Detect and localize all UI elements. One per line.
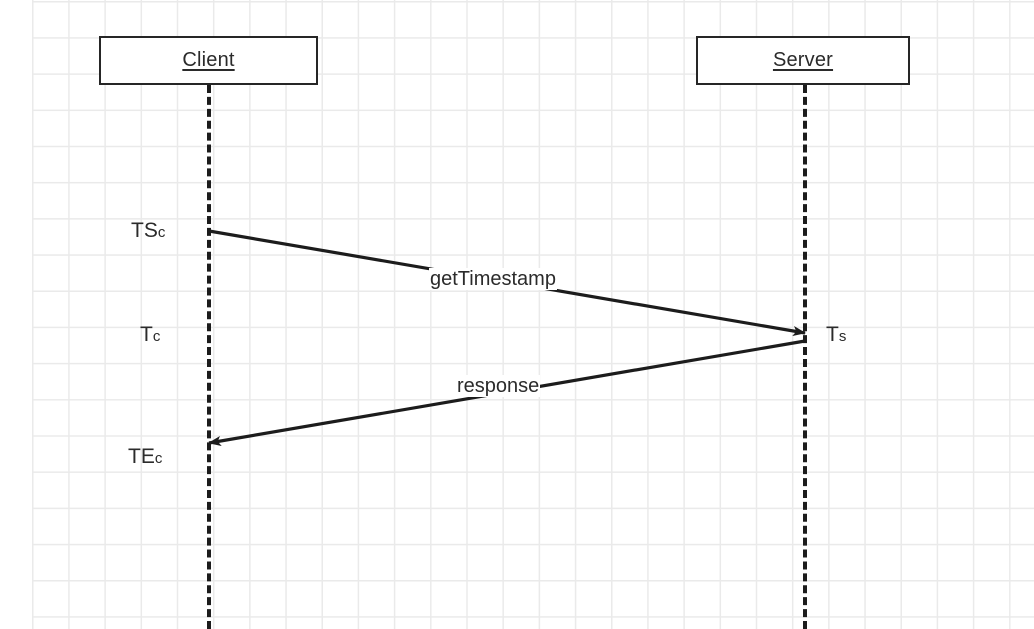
- time-label-t-client-sub: c: [152, 328, 161, 345]
- time-label-t-server-base: T: [826, 323, 839, 346]
- time-label-ts-client-sub: c: [157, 224, 166, 241]
- participant-label-client: Client: [182, 49, 235, 71]
- time-label-ts-client: TSc: [131, 220, 165, 241]
- time-label-t-client-base: T: [140, 323, 153, 346]
- time-label-t-server: Ts: [826, 324, 846, 345]
- time-label-ts-client-base: TS: [131, 219, 158, 242]
- participant-box-server[interactable]: Server: [696, 36, 910, 85]
- message-label-response: response: [456, 375, 541, 397]
- time-label-te-client: TEc: [128, 446, 162, 467]
- time-label-t-client: Tc: [140, 324, 160, 345]
- participant-label-server: Server: [772, 49, 834, 71]
- background-grid: [32, 0, 1034, 629]
- lifeline-server: [803, 85, 807, 629]
- time-label-te-client-sub: c: [154, 450, 163, 467]
- time-label-t-server-sub: s: [838, 328, 847, 345]
- time-label-te-client-base: TE: [128, 445, 155, 468]
- participant-box-client[interactable]: Client: [99, 36, 318, 85]
- message-label-request: getTimestamp: [429, 268, 557, 290]
- lifeline-client: [207, 85, 211, 629]
